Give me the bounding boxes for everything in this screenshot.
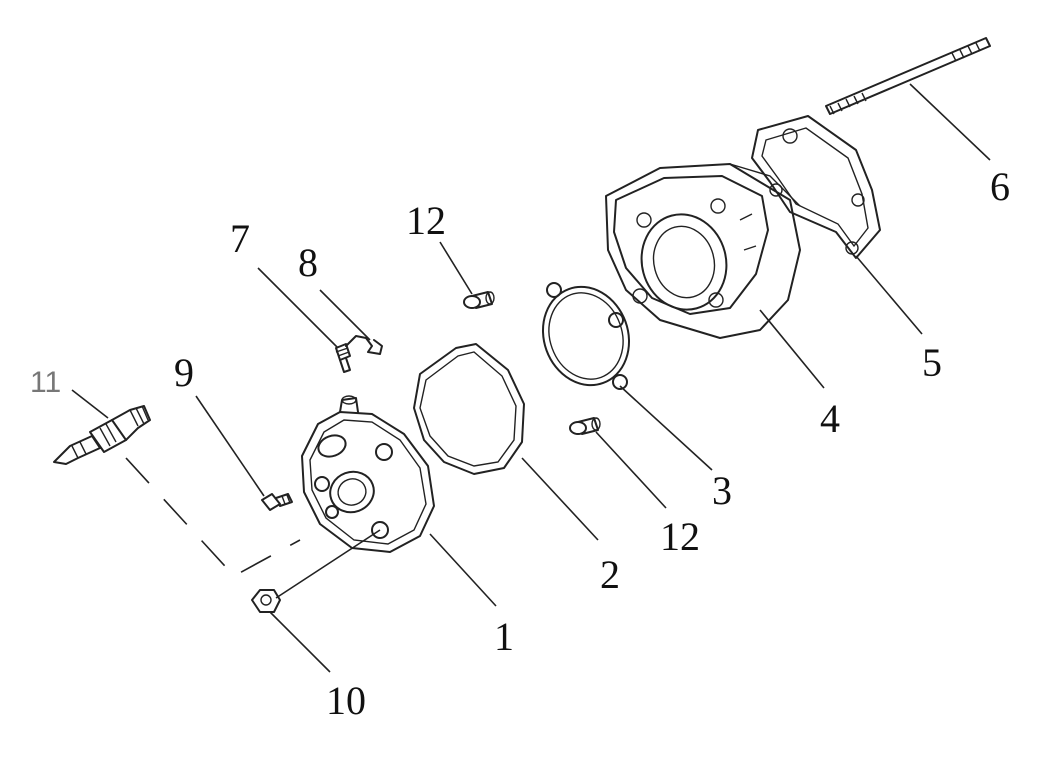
leader-4: [759, 309, 825, 389]
leader-12-top: [439, 241, 473, 295]
base-gasket-part-5: [751, 115, 881, 259]
label-part-12-bottom: 12: [660, 514, 700, 559]
spark-plug-part-11: [53, 405, 151, 465]
label-part-4: 4: [820, 396, 840, 441]
stud-part-6: [825, 37, 991, 115]
leader-9: [195, 395, 265, 497]
leader-5: [855, 255, 923, 335]
dowel-part-12-top: [463, 291, 495, 309]
label-part-3: 3: [712, 468, 732, 513]
label-part-10: 10: [326, 678, 366, 723]
leader-6: [909, 83, 991, 161]
label-part-11: 11: [30, 366, 61, 399]
cylinder-head-part-1: [301, 395, 435, 553]
label-part-6: 6: [990, 164, 1010, 209]
bleed-nipple-part-7: [335, 343, 351, 373]
leader-11: [71, 389, 109, 419]
bolt-part-9: [261, 493, 293, 511]
leader-7: [257, 267, 339, 349]
label-part-12-top: 12: [406, 198, 446, 243]
head-gasket-part-2: [413, 343, 525, 475]
cap-part-8: [345, 335, 383, 355]
label-part-1: 1: [494, 614, 514, 659]
label-part-9: 9: [174, 350, 194, 395]
leader-1: [429, 533, 497, 607]
leader-3: [619, 385, 713, 471]
label-part-2: 2: [600, 552, 620, 597]
leader-lines: [71, 83, 991, 673]
leader-2: [521, 457, 599, 541]
cylinder-part-4: [605, 163, 801, 339]
label-part-5: 5: [922, 340, 942, 385]
assembly-axis-line: [125, 457, 301, 578]
gasket-part-3: [541, 282, 631, 390]
label-part-8: 8: [298, 240, 318, 285]
leader-10-to-head: [275, 529, 381, 599]
leader-10: [269, 611, 331, 673]
leader-8: [319, 289, 371, 341]
nut-part-10: [251, 589, 281, 613]
dowel-part-12-bottom: [569, 417, 601, 435]
label-part-7: 7: [230, 216, 250, 261]
leader-12-bottom: [595, 431, 667, 509]
